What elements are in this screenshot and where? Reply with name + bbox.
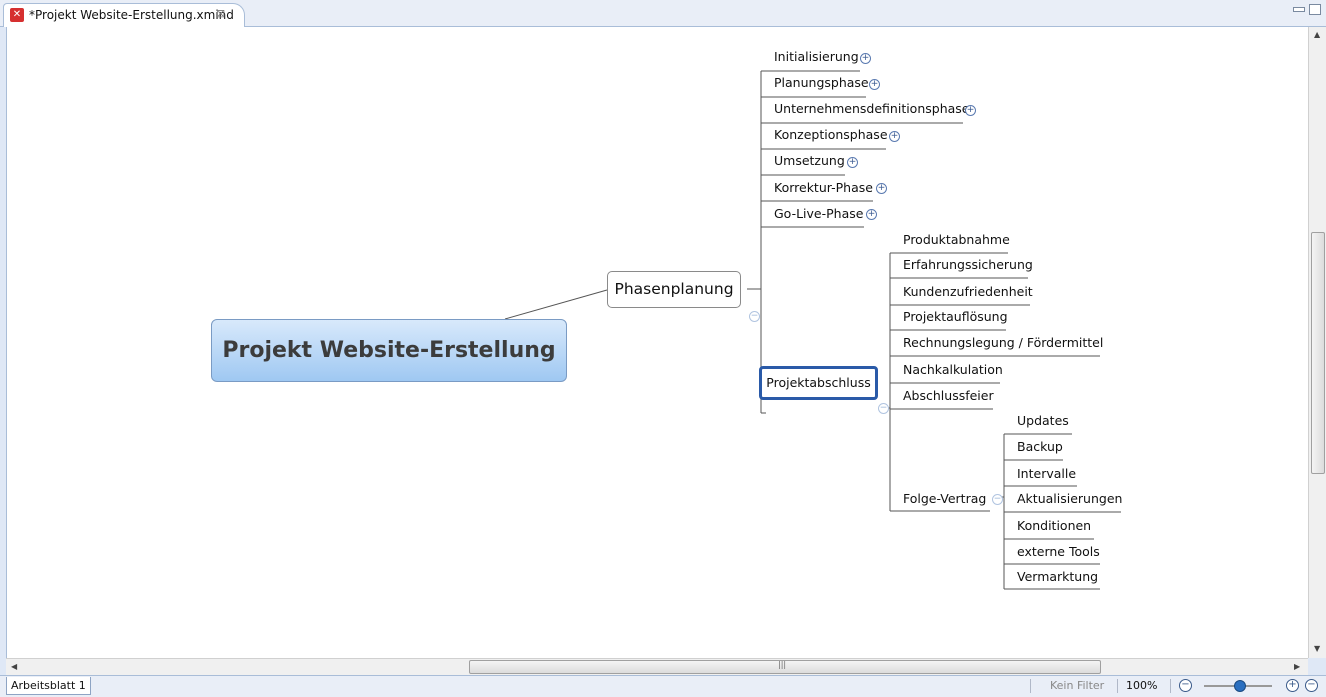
editor-tab[interactable]: ✕ *Projekt Website-Erstellung.xmind ⊠ — [3, 3, 245, 27]
subtopic-kundenzufriedenheit[interactable]: Kundenzufriedenheit — [903, 284, 1033, 299]
topic-planungsphase[interactable]: Planungsphase — [774, 75, 869, 90]
expand-icon[interactable]: + — [876, 183, 887, 194]
status-bar: Arbeitsblatt 1 Kein Filter 100% − + − — [0, 675, 1326, 697]
xmind-logo-icon: ✕ — [10, 8, 24, 22]
sheet-tab[interactable]: Arbeitsblatt 1 — [6, 677, 91, 695]
subtopic-erfahrungssicherung[interactable]: Erfahrungssicherung — [903, 257, 1033, 272]
central-topic[interactable]: Projekt Website-Erstellung — [211, 319, 567, 382]
topic-korrektur-phase[interactable]: Korrektur-Phase — [774, 180, 873, 195]
expand-icon[interactable]: + — [860, 53, 871, 64]
expand-icon[interactable]: + — [869, 79, 880, 90]
subtopic-produktabnahme[interactable]: Produktabnahme — [903, 232, 1010, 247]
status-divider — [1117, 679, 1118, 693]
main-topic-phasenplanung[interactable]: Phasenplanung — [607, 271, 741, 308]
status-divider — [1170, 679, 1171, 693]
zoom-slider-knob[interactable] — [1234, 680, 1246, 692]
zoom-level: 100% — [1126, 679, 1158, 692]
topic-initialisierung[interactable]: Initialisierung — [774, 49, 859, 64]
subtopic-vermarktung[interactable]: Vermarktung — [1017, 569, 1099, 584]
status-divider — [1030, 679, 1031, 693]
subtopic-intervalle[interactable]: Intervalle — [1017, 466, 1077, 481]
subtopic-abschlussfeier[interactable]: Abschlussfeier — [903, 388, 994, 403]
collapse-icon[interactable]: − — [992, 494, 1003, 505]
vertical-scrollbar[interactable]: ▲ ▼ — [1308, 27, 1326, 658]
zoom-fit-icon[interactable]: − — [1305, 679, 1318, 692]
subtopic-rechnungslegung[interactable]: Rechnungslegung / Fördermittel — [903, 335, 1104, 350]
subtopic-updates[interactable]: Updates — [1017, 413, 1069, 428]
editor-tab-title: *Projekt Website-Erstellung.xmind — [29, 8, 234, 22]
expand-icon[interactable]: + — [889, 131, 900, 142]
filter-status[interactable]: Kein Filter — [1050, 679, 1105, 692]
zoom-in-icon[interactable]: + — [1286, 679, 1299, 692]
collapse-icon[interactable]: − — [749, 311, 760, 322]
scroll-up-icon[interactable]: ▲ — [1314, 30, 1321, 39]
scroll-right-icon[interactable]: ▶ — [1294, 662, 1301, 671]
zoom-out-icon[interactable]: − — [1179, 679, 1192, 692]
expand-icon[interactable]: + — [866, 209, 877, 220]
topic-konzeptionsphase[interactable]: Konzeptionsphase — [774, 127, 888, 142]
topic-go-live-phase[interactable]: Go-Live-Phase — [774, 206, 864, 221]
subtopic-nachkalkulation[interactable]: Nachkalkulation — [903, 362, 1003, 377]
horizontal-scroll-thumb[interactable]: ||| — [469, 660, 1101, 674]
editor-tab-bar: ✕ *Projekt Website-Erstellung.xmind ⊠ — [0, 0, 1326, 27]
subtopic-konditionen[interactable]: Konditionen — [1017, 518, 1092, 533]
scroll-down-icon[interactable]: ▼ — [1314, 644, 1321, 653]
horizontal-scrollbar[interactable]: ◀ ||| ▶ — [6, 658, 1308, 675]
topic-umsetzung[interactable]: Umsetzung — [774, 153, 845, 168]
subtopic-externe-tools[interactable]: externe Tools — [1017, 544, 1100, 559]
subtopic-projektaufloesung[interactable]: Projektauflösung — [903, 309, 1008, 324]
topic-unternehmensdefinitionsphase[interactable]: Unternehmensdefinitionsphase — [774, 101, 970, 116]
subtopic-aktualisierungen[interactable]: Aktualisierungen — [1017, 491, 1123, 506]
maximize-icon[interactable] — [1309, 4, 1321, 15]
selected-topic-projektabschluss[interactable]: Projektabschluss — [759, 366, 878, 400]
tab-close-icon[interactable]: ⊠ — [216, 7, 226, 20]
scroll-left-icon[interactable]: ◀ — [11, 662, 18, 671]
subtopic-folge-vertrag[interactable]: Folge-Vertrag — [903, 491, 987, 506]
subtopic-backup[interactable]: Backup — [1017, 439, 1063, 454]
grip-icon: ||| — [778, 660, 787, 669]
vertical-scroll-thumb[interactable] — [1311, 232, 1325, 474]
expand-icon[interactable]: + — [965, 105, 976, 116]
expand-icon[interactable]: + — [847, 157, 858, 168]
minimize-icon[interactable] — [1293, 7, 1305, 12]
collapse-icon[interactable]: − — [878, 403, 889, 414]
